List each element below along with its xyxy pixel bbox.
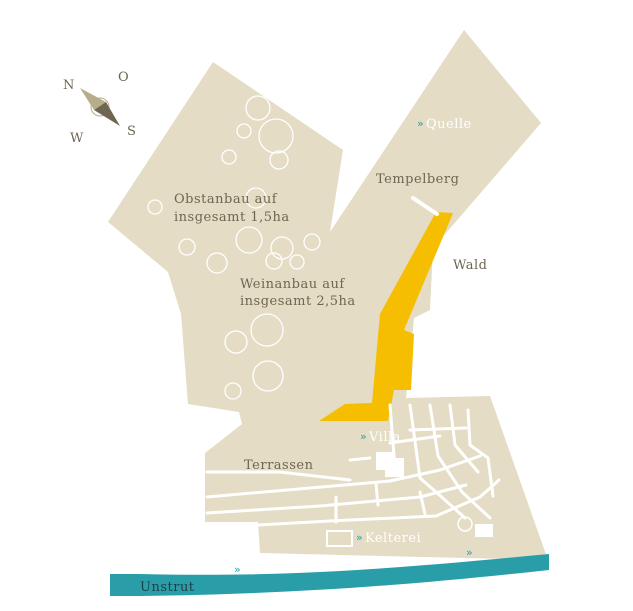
label-villa: Villa bbox=[368, 430, 401, 445]
label-obstanbau-1: Obstanbau auf bbox=[174, 192, 278, 207]
arrow-quelle: » bbox=[417, 117, 424, 130]
round-feature bbox=[457, 516, 473, 532]
label-weinanbau-2: insgesamt 2,5ha bbox=[240, 294, 356, 309]
kelterei-building-outline bbox=[326, 530, 353, 547]
arrow-river-1: » bbox=[234, 563, 241, 576]
unstrut-river bbox=[110, 554, 549, 596]
compass-n: N bbox=[63, 78, 74, 93]
arrow-villa: » bbox=[360, 430, 367, 443]
label-tempelberg: Tempelberg bbox=[376, 172, 459, 187]
buildings bbox=[326, 452, 493, 547]
compass: N O W S bbox=[63, 70, 136, 146]
road-tempelberg bbox=[411, 196, 439, 216]
orchard-circles bbox=[147, 95, 321, 400]
compass-w: W bbox=[70, 131, 84, 146]
label-kelterei: Kelterei bbox=[365, 531, 421, 546]
villa-building bbox=[376, 452, 404, 477]
label-weinanbau-1: Weinanbau auf bbox=[240, 277, 345, 292]
compass-o: O bbox=[118, 70, 129, 85]
label-quelle: Quelle bbox=[426, 117, 472, 132]
kelterei-building bbox=[475, 524, 493, 537]
compass-s: S bbox=[127, 124, 136, 139]
label-terrassen: Terrassen bbox=[244, 458, 314, 473]
label-unstrut: Unstrut bbox=[140, 580, 195, 595]
highlighted-area bbox=[319, 212, 453, 421]
arrow-kelterei: » bbox=[356, 531, 363, 544]
compass-needle-north bbox=[80, 88, 106, 110]
label-wald: Wald bbox=[453, 258, 487, 273]
terrace-paths bbox=[205, 403, 501, 529]
compass-needle-south bbox=[94, 102, 120, 126]
label-obstanbau-2: insgesamt 1,5ha bbox=[174, 210, 290, 225]
arrow-river-2: » bbox=[466, 546, 473, 559]
